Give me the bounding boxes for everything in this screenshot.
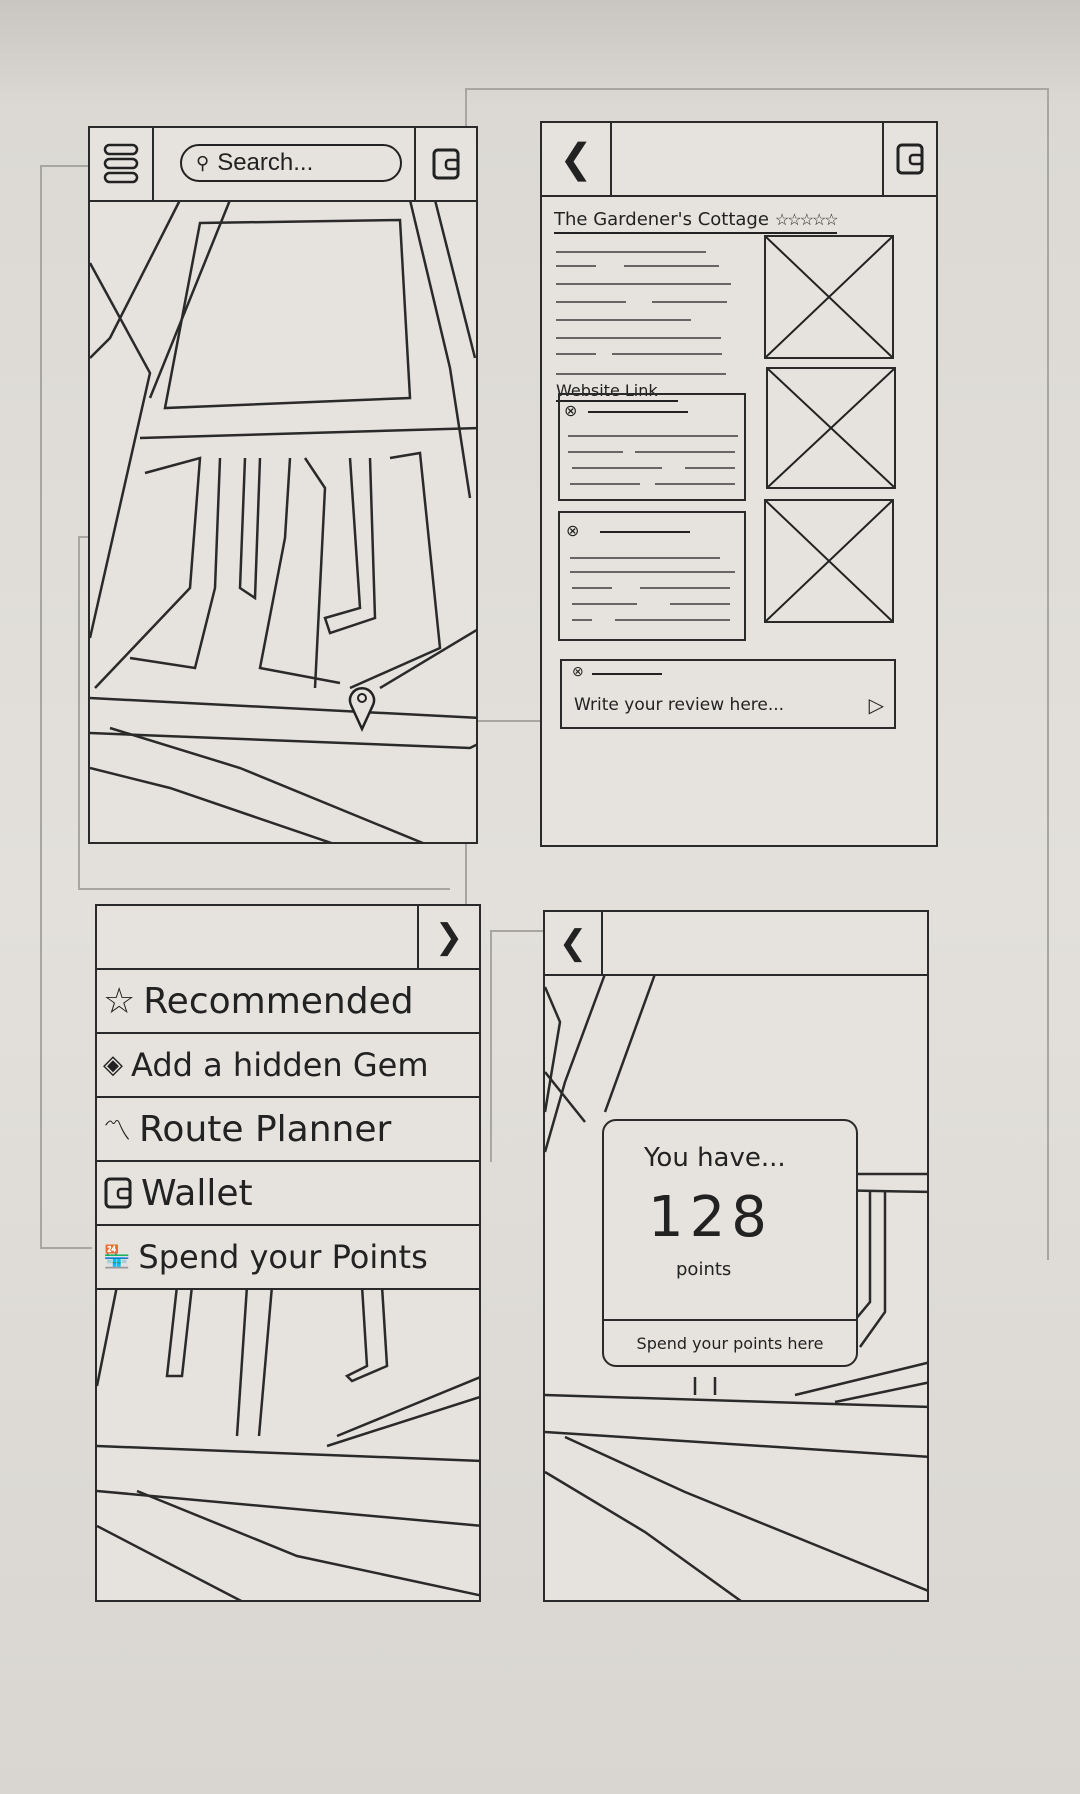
spend-points-link[interactable]: Spend your points here <box>604 1319 856 1365</box>
review-input-placeholder: Write your review here... <box>574 695 785 715</box>
rating-stars: ☆☆☆☆☆ <box>774 211 839 229</box>
top-bar: ❯ <box>97 906 479 970</box>
search-input[interactable]: ⚲ Search... <box>180 144 402 182</box>
review-card: ⊗ <box>558 511 746 641</box>
image-placeholder[interactable] <box>764 499 894 623</box>
image-placeholder-icon <box>766 237 892 357</box>
menu-item-wallet[interactable]: Wallet <box>97 1162 479 1226</box>
wallet-icon <box>432 148 460 180</box>
route-icon: 〽 <box>103 1114 132 1147</box>
menu-item-label: Wallet <box>141 1172 253 1214</box>
menu-item-add-hidden-gem[interactable]: ◈ Add a hidden Gem <box>97 1034 479 1098</box>
menu-item-label: Route Planner <box>139 1108 392 1150</box>
top-bar: ⚲ Search... <box>90 128 476 202</box>
menu-item-recommended[interactable]: ☆Recommended <box>97 970 479 1034</box>
wallet-button[interactable] <box>414 128 476 200</box>
back-button[interactable]: ❮ <box>542 123 612 195</box>
location-pin-icon[interactable] <box>347 683 377 733</box>
menu-button[interactable] <box>90 128 154 200</box>
search-placeholder: Search... <box>217 149 314 176</box>
review-card: ⊗ <box>558 393 746 501</box>
menu-item-label: Recommended <box>143 980 414 1022</box>
send-icon[interactable]: ▷ <box>868 695 884 717</box>
forward-chevron-icon: ❯ <box>434 918 464 956</box>
website-link[interactable]: Website Link <box>556 381 678 402</box>
menu-screen: ❯ ☆Recommended ◈ Add a hidden Gem 〽Route … <box>95 904 481 1602</box>
place-detail-screen: ❮ The Gardener's Cottage ☆☆☆☆☆ Website L… <box>540 121 938 847</box>
menu-item-route-planner[interactable]: 〽Route Planner <box>97 1098 479 1162</box>
wallet-icon <box>896 143 924 175</box>
top-bar: ❮ <box>545 912 927 976</box>
close-menu-button[interactable]: ❯ <box>417 906 479 968</box>
menu-icon <box>103 143 139 184</box>
avatar-icon: ⊗ <box>564 403 578 420</box>
shop-icon: 🏪 <box>103 1244 131 1270</box>
gem-icon: ◈ <box>103 1050 123 1080</box>
avatar-icon: ⊗ <box>572 663 584 679</box>
wallet-icon <box>104 1177 132 1209</box>
map-view[interactable] <box>90 128 478 844</box>
wallet-screen: ❮ You have... 128 points Spend your poin… <box>543 910 929 1602</box>
points-value: 128 <box>648 1185 773 1250</box>
menu-item-label: Add a hidden Gem <box>131 1046 429 1084</box>
back-button[interactable]: ❮ <box>545 912 603 974</box>
image-placeholder[interactable] <box>766 367 896 489</box>
points-unit: points <box>676 1259 732 1280</box>
points-card: You have... 128 points Spend your points… <box>602 1119 858 1367</box>
avatar-icon: ⊗ <box>566 523 580 540</box>
map-view[interactable] <box>97 906 481 1602</box>
place-title: The Gardener's Cottage <box>554 209 769 230</box>
back-chevron-icon: ❮ <box>558 924 588 962</box>
connector-line <box>40 165 92 1249</box>
menu-item-spend-points[interactable]: 🏪 Spend your Points <box>97 1226 479 1290</box>
points-heading: You have... <box>644 1143 786 1173</box>
wallet-button[interactable] <box>882 123 936 195</box>
search-icon: ⚲ <box>196 152 210 173</box>
image-placeholder[interactable] <box>764 235 894 359</box>
image-placeholder-icon <box>766 501 892 621</box>
map-view[interactable] <box>545 912 929 1602</box>
menu-item-label: Spend your Points <box>138 1238 428 1276</box>
star-icon: ☆ <box>103 980 136 1022</box>
map-screen: ⚲ Search... <box>88 126 478 844</box>
image-placeholder-icon <box>768 369 894 487</box>
connector-line <box>490 930 547 1162</box>
back-chevron-icon: ❮ <box>559 137 593 181</box>
top-bar: ❮ <box>542 123 936 197</box>
review-input[interactable]: ⊗ Write your review here... ▷ <box>560 659 896 729</box>
